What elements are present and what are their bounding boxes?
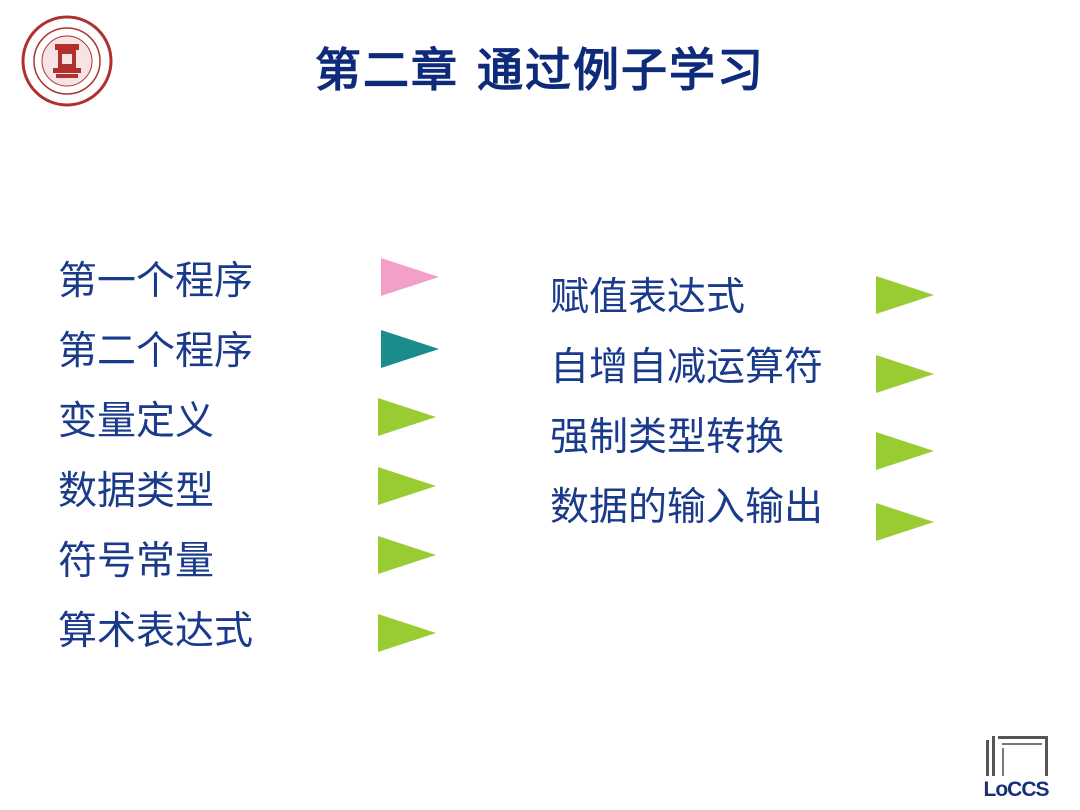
play-arrow-icon bbox=[876, 432, 934, 470]
play-arrow-icon bbox=[381, 330, 439, 368]
loccs-logo: LoCCS bbox=[980, 734, 1052, 802]
arrow-data-input-output[interactable] bbox=[876, 503, 934, 541]
menu-item-data-input-output[interactable]: 数据的输入输出 bbox=[550, 485, 824, 530]
arrow-arithmetic-expressions[interactable] bbox=[378, 614, 436, 652]
menu-item-second-program[interactable]: 第二个程序 bbox=[58, 329, 254, 374]
arrow-variable-definition[interactable] bbox=[378, 398, 436, 436]
play-arrow-icon bbox=[378, 536, 436, 574]
arrow-increment-decrement[interactable] bbox=[876, 355, 934, 393]
arrow-data-types[interactable] bbox=[378, 467, 436, 505]
play-arrow-icon bbox=[378, 467, 436, 505]
menu-item-arithmetic-expressions[interactable]: 算术表达式 bbox=[58, 609, 254, 654]
arrow-assignment-expressions[interactable] bbox=[876, 276, 934, 314]
menu-item-symbolic-constants[interactable]: 符号常量 bbox=[58, 539, 215, 584]
university-seal-logo bbox=[20, 14, 114, 108]
arrow-first-program[interactable] bbox=[381, 258, 439, 296]
play-arrow-icon bbox=[378, 614, 436, 652]
menu-item-type-casting[interactable]: 强制类型转换 bbox=[550, 415, 785, 460]
slide-title: 第二章 通过例子学习 bbox=[314, 43, 765, 97]
menu-item-assignment-expressions[interactable]: 赋值表达式 bbox=[550, 275, 746, 320]
menu-item-variable-definition[interactable]: 变量定义 bbox=[58, 399, 215, 444]
play-arrow-icon bbox=[378, 398, 436, 436]
loccs-logo-text: LoCCS bbox=[983, 778, 1050, 801]
play-arrow-icon bbox=[381, 258, 439, 296]
menu-item-first-program[interactable]: 第一个程序 bbox=[58, 259, 254, 304]
menu-item-data-types[interactable]: 数据类型 bbox=[58, 469, 215, 514]
menu-item-increment-decrement[interactable]: 自增自减运算符 bbox=[550, 345, 824, 390]
arrow-type-casting[interactable] bbox=[876, 432, 934, 470]
arrow-second-program[interactable] bbox=[381, 330, 439, 368]
play-arrow-icon bbox=[876, 276, 934, 314]
play-arrow-icon bbox=[876, 355, 934, 393]
play-arrow-icon bbox=[876, 503, 934, 541]
arrow-symbolic-constants[interactable] bbox=[378, 536, 436, 574]
